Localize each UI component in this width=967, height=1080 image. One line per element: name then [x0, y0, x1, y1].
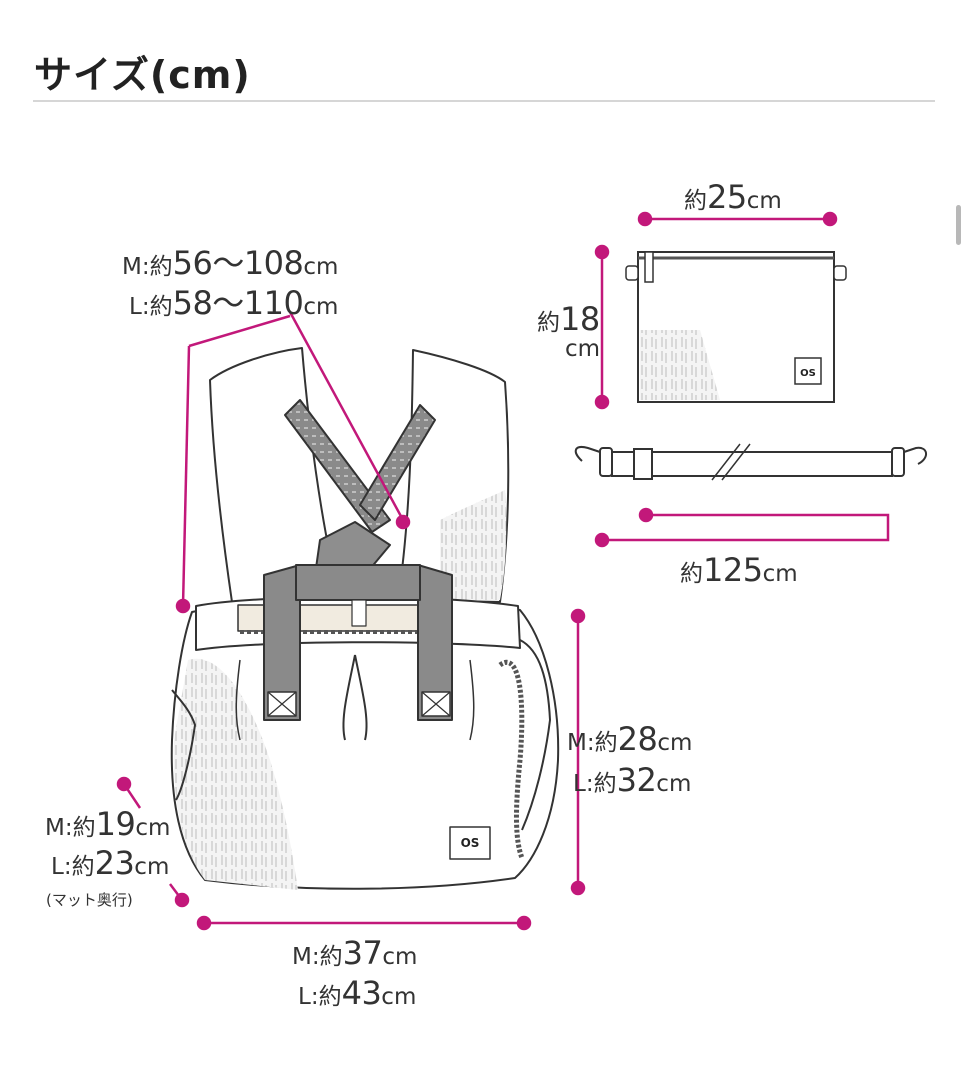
- snap-hook-icon: [574, 446, 601, 462]
- pouch-height-unit: cm: [565, 336, 601, 362]
- scrollbar[interactable]: [956, 205, 961, 245]
- pouch-width-label: 約25cm: [684, 178, 782, 216]
- svg-text:OS: OS: [461, 836, 480, 850]
- depth-l-label: L:約23cm: [51, 844, 170, 882]
- carrier-illustration: OS: [170, 347, 560, 890]
- depth-m-label: M:約19cm: [45, 805, 171, 843]
- zipper-icon: [498, 660, 525, 859]
- height-m-label: M:約28cm: [567, 720, 693, 758]
- brand-logo-icon: [449, 826, 491, 860]
- svg-text:OS: OS: [800, 368, 816, 379]
- strap-length-l-label: L:約58〜110cm: [129, 284, 339, 322]
- buckle-icon: [625, 265, 639, 281]
- shoulder-strap-illustration: [574, 443, 927, 481]
- page-title: サイズ(cm): [34, 53, 251, 97]
- buckle-icon: [833, 265, 847, 281]
- snap-hook-icon: [903, 446, 927, 465]
- width-m-label: M:約37cm: [292, 934, 418, 972]
- height-l-label: L:約32cm: [573, 761, 692, 799]
- strap-length-m-label: M:約56〜108cm: [122, 244, 339, 282]
- dimension-lines: [116, 211, 890, 931]
- title-divider: [33, 100, 935, 102]
- shoulder-strap-length-label: 約125cm: [680, 551, 798, 589]
- depth-note: (マット奥行): [46, 891, 133, 909]
- pouch-illustration: OS: [625, 251, 847, 403]
- pouch-height-label: 約18: [537, 300, 600, 338]
- width-l-label: L:約43cm: [298, 974, 417, 1012]
